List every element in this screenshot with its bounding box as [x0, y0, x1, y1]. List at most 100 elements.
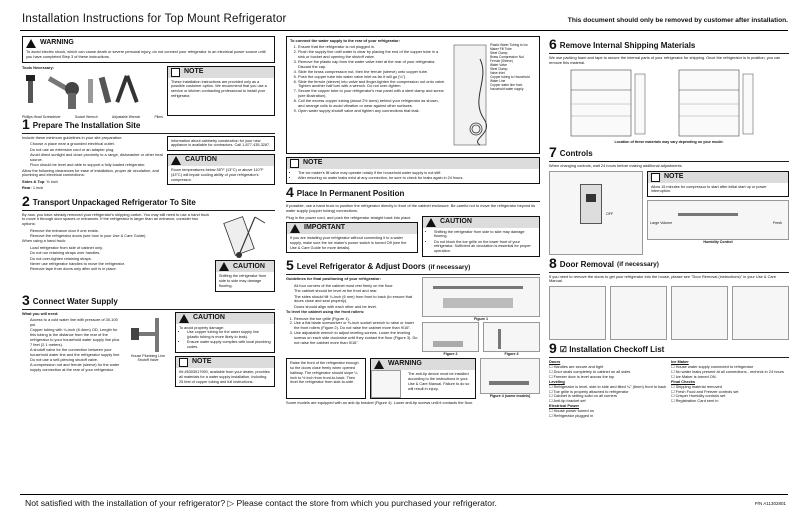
clearance-value: ⅜ inch [46, 178, 58, 184]
section-rule [22, 209, 275, 211]
section-title: Connect Water Supply [32, 296, 118, 306]
caution-label: CAUTION [193, 313, 225, 321]
caution-text: To avoid property damage: [179, 325, 224, 330]
checklist-item[interactable]: No water leaks present at all connection… [671, 369, 789, 375]
section-title: Controls [559, 149, 593, 159]
bullet-item: A shutoff valve for the connection betwe… [30, 347, 121, 363]
warning-text: The anti-tip device must be installed ac… [408, 372, 470, 391]
checklist-item[interactable]: Toe grille is properly attached to refri… [549, 389, 667, 395]
checklist-item[interactable]: Refrigerator is level, side to side and … [549, 384, 667, 390]
checklist-item[interactable]: Ice Maker is turned ON. [671, 374, 789, 380]
tools-captions: Phillips Head Screwdriver Socket Wrench … [22, 115, 163, 119]
checklist-item[interactable]: House power turned on [549, 408, 667, 414]
section-number: 8 [549, 254, 557, 271]
note-box-1: NOTE These installation instructions are… [167, 65, 275, 116]
caution-label: CAUTION [233, 262, 265, 270]
checklist-item[interactable]: Crisper Humidity controls set [671, 394, 789, 399]
checklist-item[interactable]: House water supply connected to refriger… [671, 364, 789, 370]
door-hinge-figure [610, 286, 667, 341]
section-text: Include these minimum guidelines in your… [22, 134, 123, 140]
section-title: Prepare The Installation Site [32, 120, 141, 130]
control-label: Fresh [772, 221, 782, 226]
section-number: 5 [286, 257, 294, 274]
section-number: 9 [549, 340, 557, 357]
diagram-label: Water Valve [490, 63, 508, 67]
checklist-item[interactable]: Door seals completely to cabinet on all … [549, 369, 667, 375]
header-title: Installation Instructions for Top Mount … [22, 13, 287, 25]
control-label: OFF [606, 211, 614, 216]
section-text: Some models are equipped with an anti-ti… [286, 400, 474, 406]
figure-1 [422, 277, 540, 318]
bullet-item: Access to a cold water line with pressur… [30, 317, 121, 328]
section-subtitle: (if necessary) [428, 264, 471, 272]
caution-text: Room temperatures below 55°F (13°C) or a… [171, 168, 264, 182]
checklist-heading: Leveling [549, 378, 565, 384]
section-rule [549, 161, 789, 163]
caution-icon [171, 156, 181, 166]
warning-icon [374, 360, 384, 370]
step-item: Coil the excess copper tubing (about 2½ … [298, 98, 446, 109]
section-text: When using a hand truck: [22, 238, 67, 244]
control-label: Large Volume [650, 221, 673, 226]
door-removal-illustrations [549, 286, 789, 341]
tools-label: Tools Necessary: [22, 64, 54, 70]
header-rule [20, 30, 788, 31]
note-label: NOTE [303, 159, 323, 167]
checklist-item[interactable]: Freezer door is level across the top [549, 374, 667, 380]
checklist-item[interactable]: Cabinet is setting solid on all corners [549, 394, 667, 399]
step-item: Remove the plastic cap from the water va… [298, 59, 446, 70]
warning-box-2: WARNING The anti-tip device must be inst… [370, 358, 476, 400]
figure-caption: Figure 2 [443, 351, 458, 356]
note-box-4: NOTE The ice maker's fill valve may oper… [286, 157, 540, 185]
section-number: 1 [22, 115, 30, 132]
checklist-item[interactable]: Shipping material removed [671, 384, 789, 390]
checklist-item[interactable]: Anti-tip bracket set [549, 398, 667, 404]
checklist-item[interactable]: Refrigerator plugged in [549, 413, 667, 419]
bullet-item: All four corners of the cabinet must res… [294, 283, 418, 289]
bullet-item: The ice maker's fill valve may operate n… [298, 171, 536, 176]
diagram-label: Valve Inlet [490, 71, 505, 75]
checklist-item[interactable]: Handles are secure and tight [549, 364, 667, 370]
bullet-item: Ensure water supply complies with local … [187, 340, 271, 349]
note-text: Raise the front of the refrigerator enou… [290, 361, 359, 385]
section-rule [549, 271, 789, 273]
section-rule [22, 308, 275, 310]
tool-caption: Socket Wrench [74, 114, 98, 119]
figure-caption: House Plumbing Line [130, 353, 166, 358]
figure-caption: Figure 4 (some models) [489, 394, 531, 399]
bullet-item: Remove tape from doors only after unit i… [30, 266, 211, 272]
section-text: To level the cabinet using the front rol… [286, 309, 365, 315]
section-text: When changing controls, wait 24 hours be… [549, 163, 683, 169]
figure-caption: Shutoff Valve [137, 358, 159, 363]
bullet-item: After ensuring no water leaks exist at a… [298, 176, 536, 181]
section-number: 4 [286, 184, 294, 201]
section-title: Place In Permanent Position [296, 189, 405, 199]
section-rule [286, 201, 540, 203]
caution-box-3: CAUTION To avoid property damage: Use co… [175, 311, 275, 354]
note-text: Allow 15 minutes for compressor to start… [651, 184, 767, 194]
checklist-item[interactable]: Fresh Food and Freezer controls set [671, 389, 789, 395]
checklist-item[interactable]: Registration Card sent in [671, 398, 789, 404]
step-item: Use adjustable wrench to adjust leveling… [294, 330, 418, 346]
bullet-item: Avoid direct sunlight and close proximit… [30, 152, 163, 163]
section-subtitle: (if necessary) [617, 261, 659, 269]
caution-icon [219, 262, 229, 272]
note-icon [171, 67, 180, 77]
section-title: ☑ Installation Checkoff List [559, 345, 665, 355]
bullet-item: Remove the refrigerator doors (see how i… [30, 233, 211, 239]
anti-tip-illustration [371, 370, 401, 399]
caution-box-2: CAUTION Shifting the refrigerator from s… [215, 260, 275, 292]
bullet-item: Load refrigerator from side of cabinet o… [30, 245, 211, 251]
figure-caption: Location of these materials may vary dep… [614, 139, 724, 144]
figure-4 [480, 358, 540, 395]
checklist-heading: Electrical Power [549, 403, 580, 409]
caution-box-1: CAUTION Room temperatures below 55°F (13… [167, 154, 275, 186]
footer-text: Not satisfied with the installation of y… [25, 498, 497, 508]
section-text: What you will need: [22, 310, 59, 316]
caution-box-4: CAUTION Shifting the refrigerator from s… [422, 215, 540, 258]
